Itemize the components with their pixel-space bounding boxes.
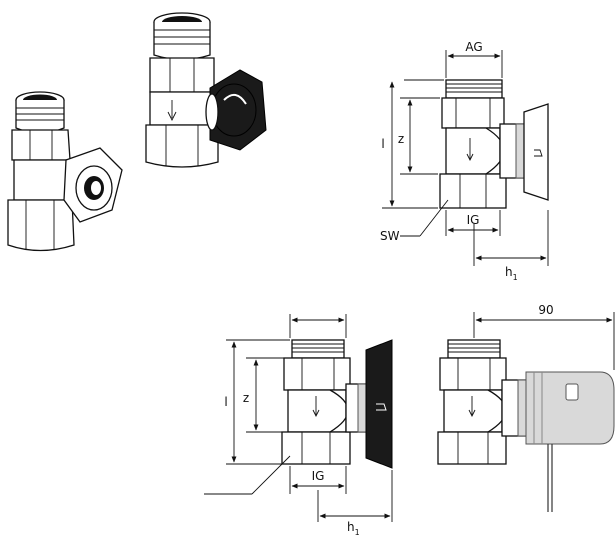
label-ig-bottom: IG	[312, 469, 325, 483]
label-h1-top: h1	[505, 265, 518, 282]
valve-3d-dark-handle	[145, 12, 267, 168]
label-ig-top: IG	[467, 213, 480, 227]
label-90: 90	[538, 303, 553, 317]
label-h1-bottom: h1	[347, 520, 360, 536]
label-sw: SW	[380, 229, 400, 243]
label-l-bottom: l	[224, 395, 227, 409]
label-l-top: l	[381, 137, 384, 151]
label-z-top: z	[398, 132, 404, 146]
valve-3d-light-handle	[7, 91, 123, 252]
label-z-bottom: z	[243, 391, 249, 405]
label-ag: AG	[465, 40, 482, 54]
drawing-bottom-right-actuator: 90	[437, 303, 615, 512]
drawing-bottom-left: l z IG h1	[204, 314, 393, 536]
drawing-top-right: AG l z IG SW h1	[380, 40, 549, 282]
